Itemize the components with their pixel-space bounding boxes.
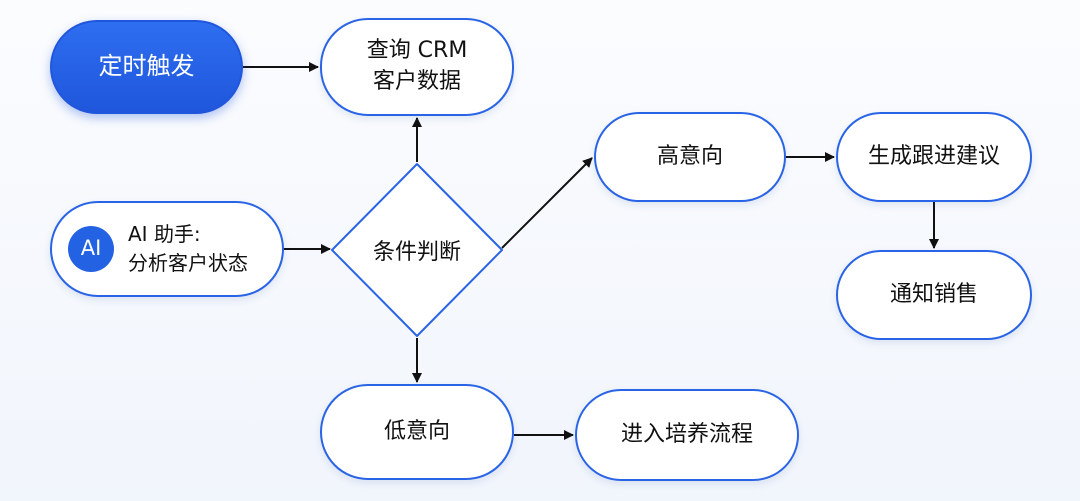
trigger-label: 定时触发 [98, 52, 195, 81]
query-label-line2: 客户数据 [372, 69, 461, 94]
decision-diamond[interactable] [331, 163, 503, 337]
suggestion-node[interactable]: 生成跟进建议 [836, 112, 1032, 202]
ai-badge-icon: AI [68, 226, 114, 272]
high-intent-node[interactable]: 高意向 [594, 112, 786, 202]
high-intent-label: 高意向 [656, 143, 723, 169]
arrow-condition-to-high [501, 157, 593, 249]
ai-assistant-node[interactable]: AI AI 助手: 分析客户状态 [50, 201, 284, 297]
condition-label: 条件判断 [372, 240, 461, 265]
trigger-node[interactable]: 定时触发 [50, 20, 243, 114]
nurture-flow-node[interactable]: 进入培养流程 [575, 389, 799, 481]
notify-sales-label: 通知销售 [889, 281, 978, 307]
notify-sales-node[interactable]: 通知销售 [836, 250, 1032, 340]
query-label-line1: 查询 CRM [366, 38, 468, 64]
suggestion-label: 生成跟进建议 [867, 143, 1000, 169]
low-intent-label: 低意向 [383, 418, 450, 444]
query-crm-node[interactable]: 查询 CRM 客户数据 [320, 18, 514, 116]
ai-label-line1: AI 助手: [128, 222, 201, 246]
nurture-flow-label: 进入培养流程 [620, 421, 753, 447]
ai-label-line2: 分析客户状态 [128, 251, 248, 275]
low-intent-node[interactable]: 低意向 [320, 384, 514, 480]
